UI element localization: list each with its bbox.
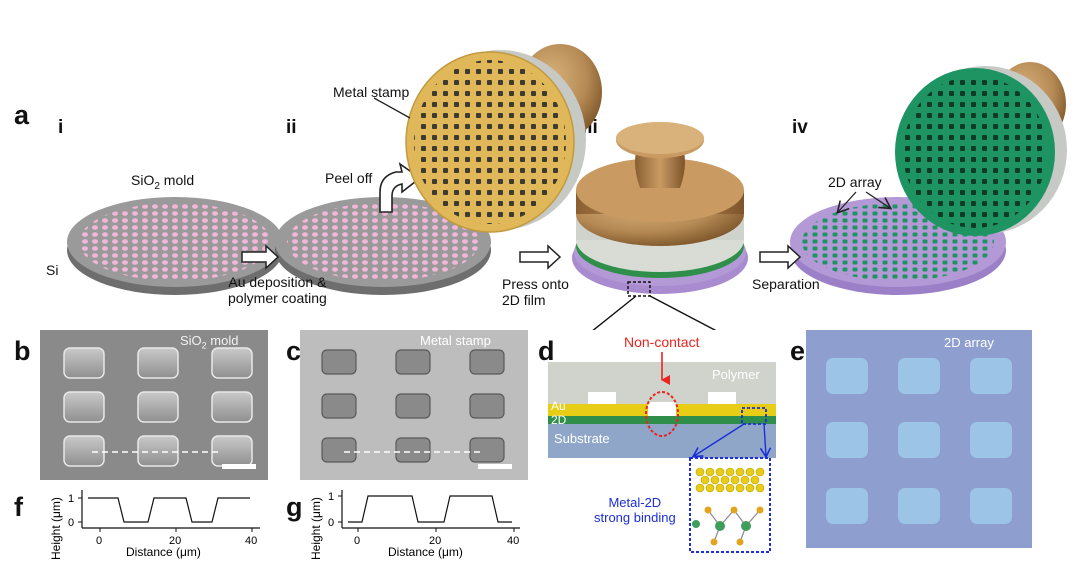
step-label-ii: ii <box>286 117 297 138</box>
g-xtick-20: 20 <box>429 535 441 547</box>
panel-letter-b: b <box>14 336 31 366</box>
array-label: 2D array <box>828 174 882 190</box>
optical-label: 2D array <box>944 335 994 350</box>
substrate-layer <box>548 424 776 458</box>
pressed-stamp-iii <box>572 122 748 294</box>
mold-label: SiO2 mold <box>131 172 195 192</box>
step-label-i: i <box>58 117 64 138</box>
array-pointer-2 <box>865 191 893 210</box>
g-xlabel: Distance (μm) <box>388 545 463 559</box>
sem-mold-features <box>63 347 256 469</box>
f-xtick-40: 40 <box>245 535 257 547</box>
panel-letter-d: d <box>538 336 555 366</box>
sem-stamp-features <box>321 349 512 469</box>
panel-letter-c: c <box>286 336 302 366</box>
peel-off-label: Peel off <box>325 170 373 186</box>
stamp-leader-line <box>373 97 411 119</box>
sem-image-mold: SiO2 mold <box>40 330 268 480</box>
cross-section-annotations <box>645 352 772 553</box>
metal-stamp-iv <box>895 62 1067 236</box>
gap-1 <box>588 392 616 406</box>
g-ytick-1: 1 <box>328 491 334 503</box>
noncontact-gap <box>648 402 676 416</box>
arrow1-label: Au deposition &polymer coating <box>228 274 327 307</box>
connector-right <box>649 295 717 330</box>
sio2-mold-wafer <box>67 197 283 295</box>
optical-image: 2D array <box>806 330 1032 548</box>
panel-letter-g: g <box>286 492 303 522</box>
si-label: Si <box>46 262 59 278</box>
f-ytick-0: 0 <box>68 517 74 529</box>
g-xtick-40: 40 <box>507 535 519 547</box>
process-arrow-3 <box>759 244 802 270</box>
f-ytick-1: 1 <box>68 493 74 505</box>
polymer-label: Polymer <box>712 367 760 382</box>
f-xlabel: Distance (μm) <box>126 545 201 559</box>
process-arrow-2 <box>519 244 562 270</box>
noncontact-label: Non-contact <box>624 334 700 350</box>
twod-layer <box>548 416 776 424</box>
substrate-label: Substrate <box>554 431 610 446</box>
panel-a-schematic <box>67 44 1067 330</box>
optical-squares <box>826 358 1012 524</box>
connector-left <box>592 295 637 330</box>
sem-stamp-label: Metal stamp <box>420 333 491 348</box>
mold-wafer-ii <box>275 197 491 295</box>
panel-letter-a: a <box>14 100 30 130</box>
metal-stamp-ii <box>405 44 602 233</box>
g-ylabel: Height (μm) <box>309 497 323 560</box>
zoom-box-iii <box>627 281 651 297</box>
f-xtick-20: 20 <box>169 535 181 547</box>
gap-2 <box>708 392 736 406</box>
arrow3-label: Separation <box>752 276 820 292</box>
panel-letter-f: f <box>14 492 23 522</box>
sem-image-stamp: Metal stamp <box>300 330 528 480</box>
twod-label: 2D <box>551 413 567 427</box>
f-ylabel: Height (μm) <box>49 497 63 560</box>
atomic-lattice <box>692 467 765 546</box>
array-pointer-1 <box>836 191 857 214</box>
panel-letter-e: e <box>790 336 806 366</box>
process-arrow-1 <box>241 244 280 270</box>
step-label-iv: iv <box>792 117 808 138</box>
metal-stamp-label: Metal stamp <box>333 84 410 100</box>
profile-f: 1 0 0 20 40 Distance (μm) Height (μm) <box>49 490 260 560</box>
f-xtick-0: 0 <box>96 535 102 547</box>
g-ytick-0: 0 <box>328 517 334 529</box>
g-xtick-0: 0 <box>354 535 360 547</box>
profile-g: 1 0 0 20 40 Distance (μm) Height (μm) <box>309 490 520 560</box>
au-label: Au <box>551 399 566 413</box>
sem-mold-label: SiO2 mold <box>180 333 239 351</box>
